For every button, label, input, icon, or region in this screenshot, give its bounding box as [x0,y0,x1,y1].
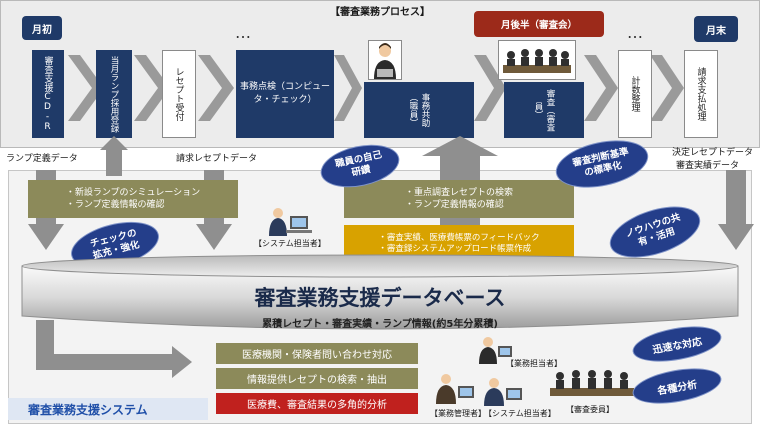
box-multi: 医療費、審査結果の多角的分析 [216,393,418,414]
box-feedback-text: ・審査実績、医療費帳票のフィードバック ・審査録システムアップロード帳票作成 [378,232,540,254]
step-lamp: 当月ランプ採用登録 [96,50,132,138]
sys-admin2-person-icon [480,376,524,406]
step-seikyu-label: 請求支払処理 [695,67,706,121]
committee-meeting-icon [498,40,576,80]
oval-analysis-text: 各種分析 [656,379,698,397]
label-biz-mgr: 【業務管理者】 [430,409,486,418]
step-seikyu: 請求支払処理 [684,50,718,138]
label-decided: 決定レセプトデータ [672,148,754,158]
database-cylinder [21,254,739,330]
committee-table-icon [546,362,638,402]
step-receipt: レセプト受付 [162,50,196,138]
step-check-label: 事務点検（コンピュータ・チェック） [240,82,331,105]
box-priority-text: ・重点調査レセプトの検索 ・ランプ定義情報の確認 [404,187,513,210]
step-kyoryoku-label: 事務共助（職員） [408,93,430,127]
marker-start: 月初 [22,16,62,40]
oval-quick-text: 迅速な対応 [651,336,703,356]
dots-2: … [627,22,643,42]
biz-mgr-person-icon [432,372,476,404]
dots-1: … [235,22,251,42]
label-committee: 【審査委員】 [566,405,614,414]
process-title: 【審査業務プロセス】 [330,6,430,18]
oval-standard-text: 審査判断基準の標準化 [571,146,630,179]
box-inquiry: 医療機関・保険者問い合わせ対応 [216,343,418,364]
label-sys-admin2: 【システム担当者】 [484,409,556,418]
label-results: 審査実績データ [676,161,740,171]
step-kyoryoku: 事務共助（職員） [364,82,474,138]
step-keisu-label: 計数整理 [629,76,640,112]
step-cdr: 審査支援CD-R [32,50,64,138]
step-shinsa-label: 審査（審査員） [533,88,555,132]
step-check: 事務点検（コンピュータ・チェック） [236,50,334,138]
label-biz-admin: 【業務担当者】 [506,359,562,368]
system-label: 審査業務支援システム [28,403,148,417]
label-sys-admin: 【システム担当者】 [254,239,326,248]
box-search: 情報提供レセプトの検索・抽出 [216,368,418,389]
box-lamp-sim-text: ・新設ランプのシミュレーション ・ランプ定義情報の確認 [65,187,201,210]
step-shinsa: 審査（審査員） [504,82,584,138]
sys-admin-person-icon [264,206,314,236]
step-lamp-label: 当月ランプ採用登録 [109,55,119,133]
system-label-band [8,398,208,420]
step-receipt-label: レセプト受付 [173,67,184,121]
box-priority: ・重点調査レセプトの検索 ・ランプ定義情報の確認 [344,180,574,218]
db-title: 審査業務支援データベース [254,286,506,310]
step-keisu: 計数整理 [618,50,652,138]
biz-admin-person-icon [476,336,516,364]
step-cdr-label: 審査支援CD-R [42,56,53,132]
marker-late-half: 月後半（審査会） [474,11,604,37]
label-lamp-def: ランプ定義データ [6,154,78,164]
marker-end: 月末 [694,16,738,42]
box-lamp-sim: ・新設ランプのシミュレーション ・ランプ定義情報の確認 [28,180,238,218]
label-claim: 請求レセプトデータ [176,154,258,164]
db-subtitle: 累積レセプト・審査実績・ランプ情報(約5年分累積) [262,318,498,330]
staff-person-icon [368,40,402,80]
oval-training-text: 職員の自己研鑽 [334,149,384,179]
